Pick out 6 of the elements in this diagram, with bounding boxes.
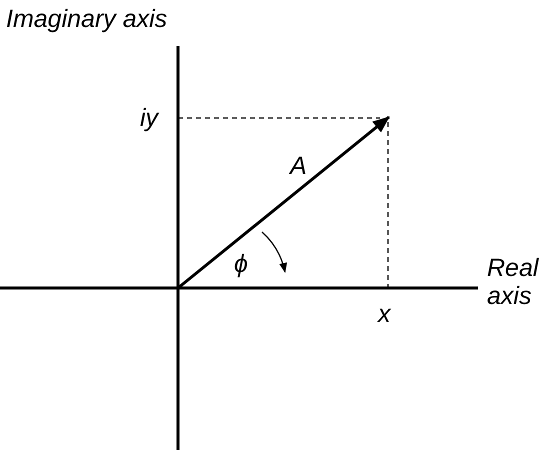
math-symbol: A bbox=[290, 152, 307, 180]
math-symbol: x bbox=[378, 300, 390, 328]
axis-label: Imaginary axis bbox=[6, 5, 168, 33]
axis-label: Real axis bbox=[487, 254, 540, 310]
math-symbol: ϕ bbox=[234, 250, 248, 278]
math-symbol: iy bbox=[140, 104, 158, 132]
